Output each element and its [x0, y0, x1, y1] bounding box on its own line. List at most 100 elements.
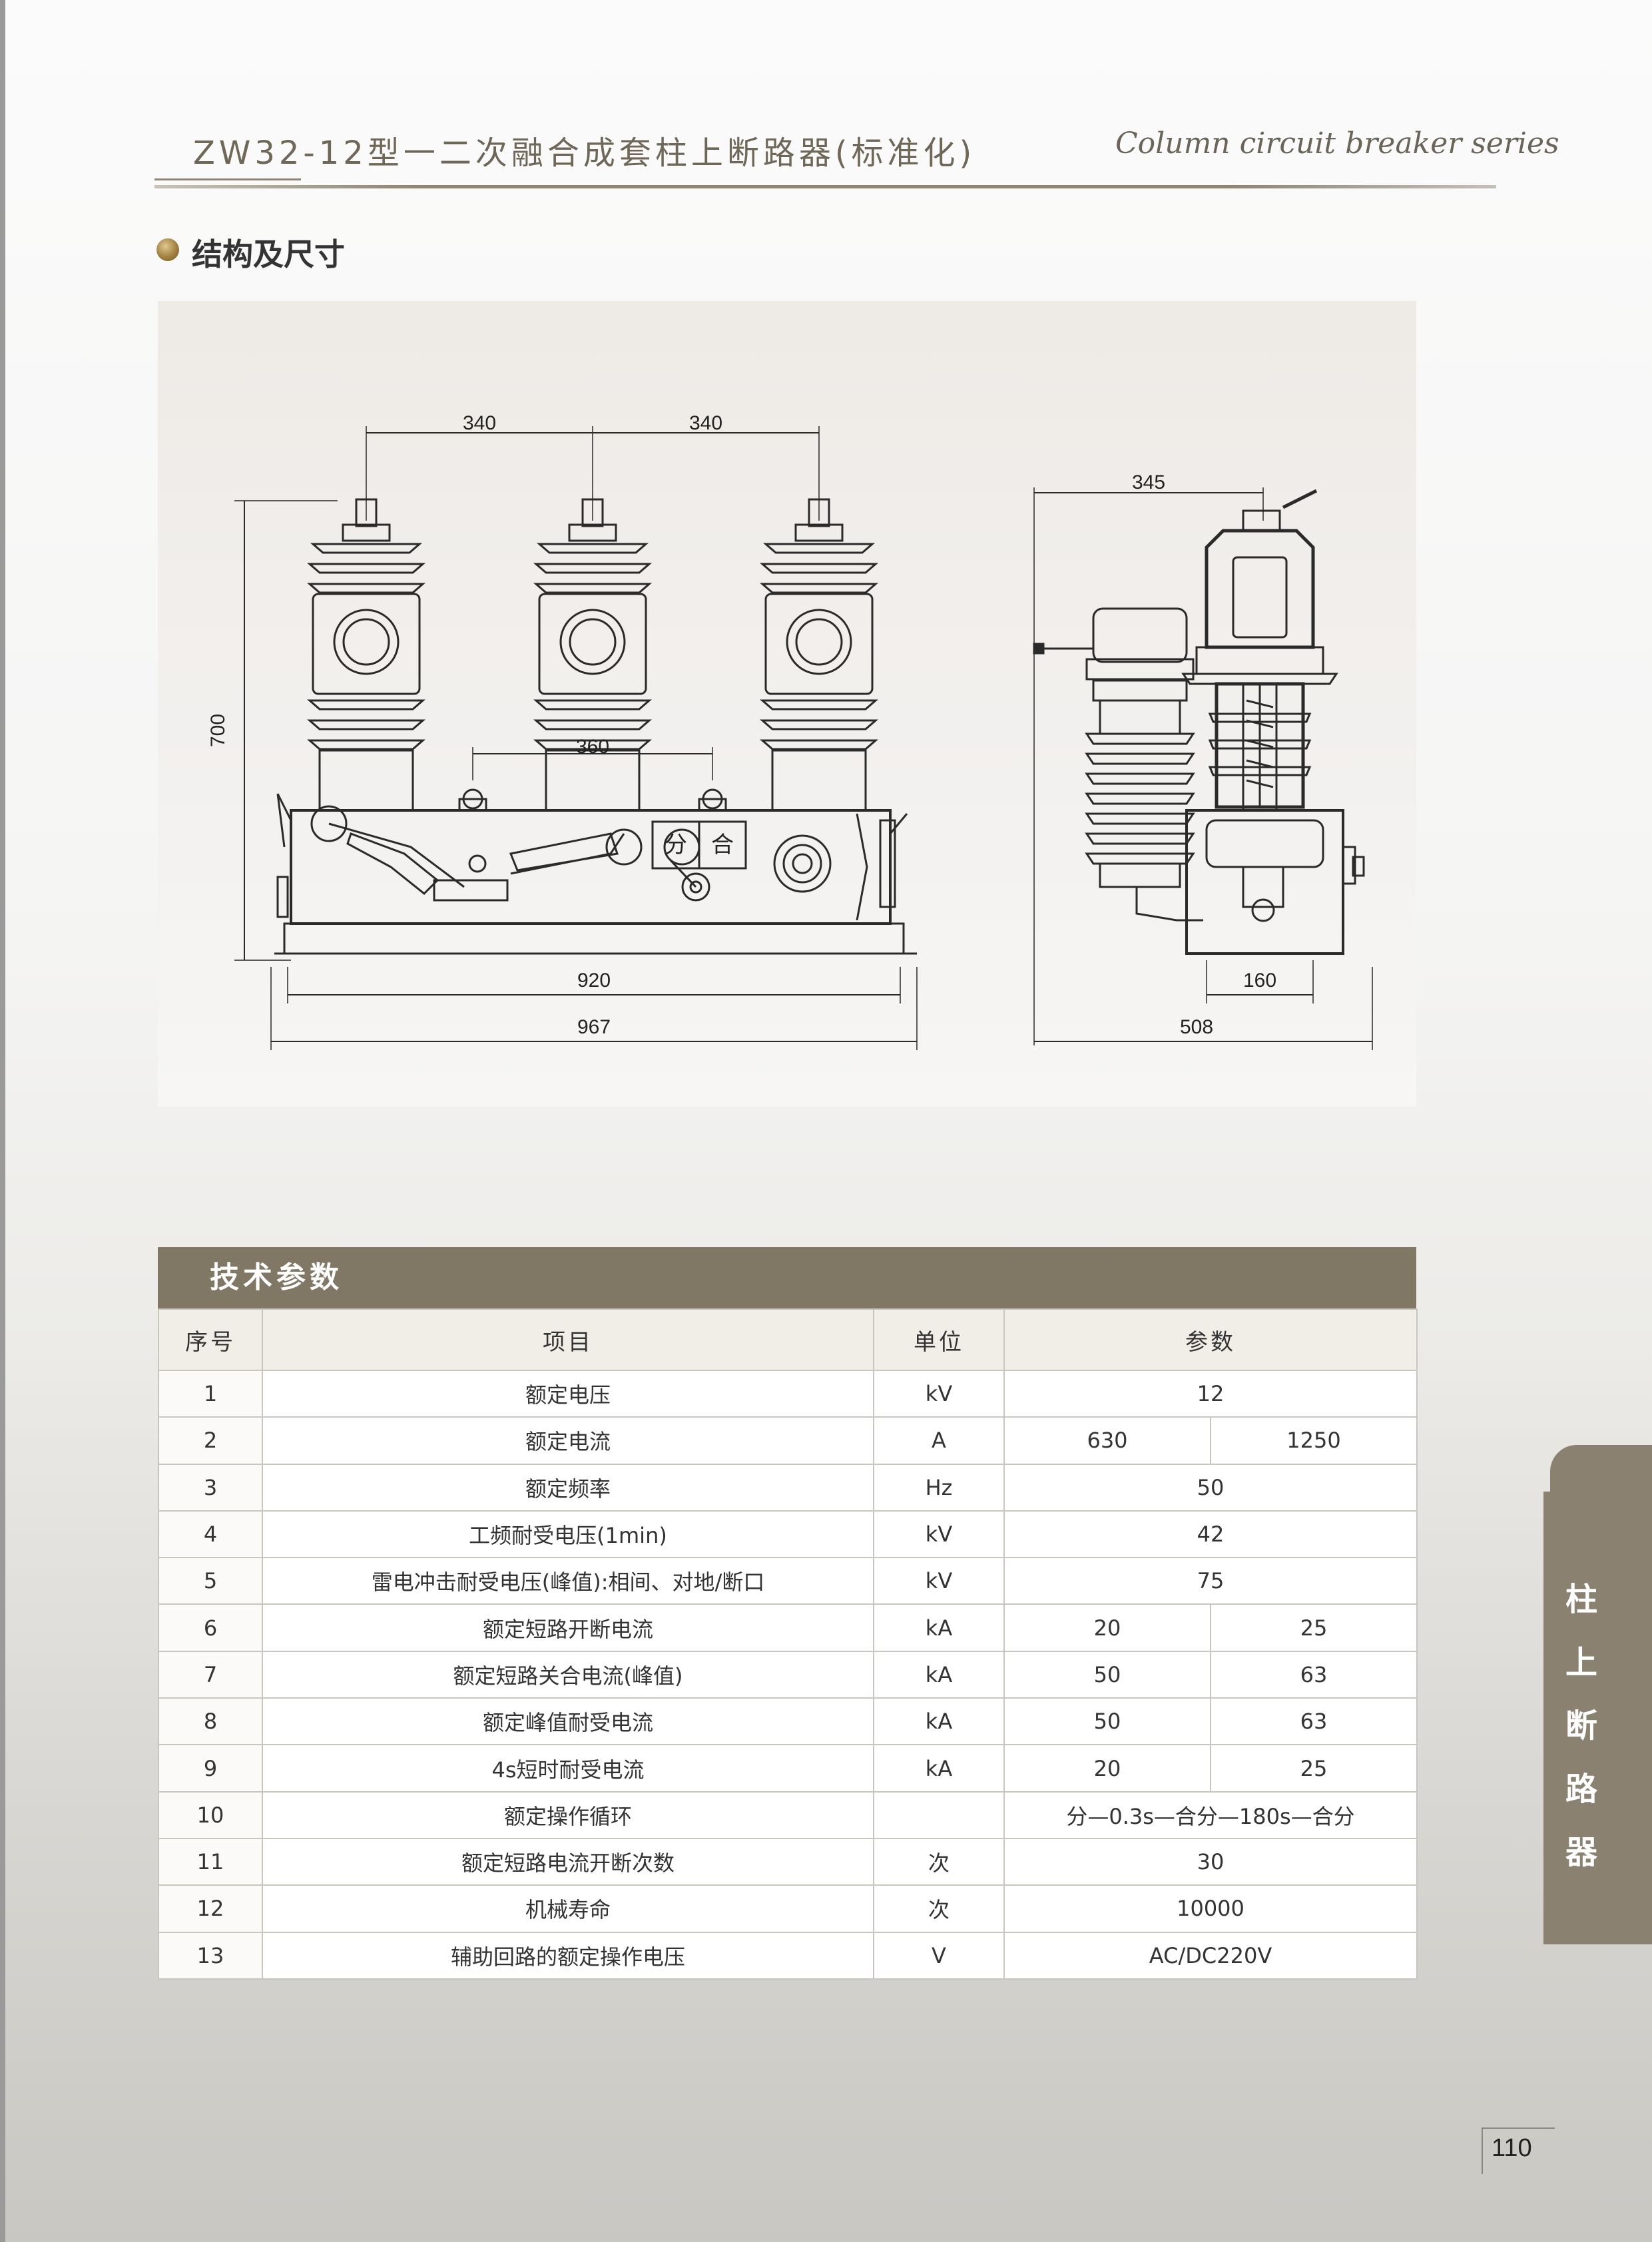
- row-number: 10: [158, 1791, 263, 1839]
- row-value: AC/DC220V: [1003, 1931, 1418, 1980]
- row-item: 额定频率: [262, 1463, 874, 1512]
- row-item: 额定短路关合电流(峰值): [262, 1650, 874, 1699]
- base-frame: [283, 922, 905, 955]
- dim-label-360: 360: [576, 736, 609, 758]
- dimension-drawing: 340 340 700 360 920 967 分 合 345 160 508: [158, 301, 1416, 1107]
- row-value-1: 20: [1003, 1744, 1211, 1793]
- row-item: 额定峰值耐受电流: [262, 1697, 874, 1746]
- row-number: 13: [158, 1931, 263, 1980]
- page-title: ZW32-12型一二次融合成套柱上断路器(标准化): [193, 135, 976, 172]
- table-title: 技术参数: [158, 1247, 1416, 1308]
- row-value: 50: [1003, 1463, 1418, 1512]
- row-value: 12: [1003, 1369, 1418, 1418]
- row-unit: Hz: [873, 1463, 1005, 1512]
- row-value-2: 63: [1210, 1697, 1418, 1746]
- row-unit: kV: [873, 1510, 1005, 1559]
- left-edge-strip: [0, 0, 5, 2242]
- row-number: 3: [158, 1463, 263, 1512]
- row-value-1: 50: [1003, 1697, 1211, 1746]
- row-unit: 次: [873, 1837, 1005, 1886]
- mechanism-box: [290, 809, 892, 925]
- row-number: 5: [158, 1557, 263, 1605]
- header-accent-rule: [154, 178, 301, 180]
- row-item: 4s短时耐受电流: [262, 1744, 874, 1793]
- side-tab-label: 柱 上 断 路 器: [1561, 1568, 1601, 1884]
- row-value-2: 1250: [1210, 1416, 1418, 1465]
- row-value-2: 25: [1210, 1603, 1418, 1652]
- row-item: 额定短路电流开断次数: [262, 1837, 874, 1886]
- row-value: 30: [1003, 1837, 1418, 1886]
- dim-label-967: 967: [577, 1016, 611, 1038]
- row-item: 额定电流: [262, 1416, 874, 1465]
- header-item: 项目: [262, 1308, 874, 1371]
- header-unit: 单位: [873, 1308, 1005, 1371]
- row-number: 7: [158, 1650, 263, 1699]
- dim-label-340-left: 340: [463, 412, 496, 434]
- row-value-1: 50: [1003, 1650, 1211, 1699]
- dim-label-700: 700: [207, 714, 229, 747]
- table-header-row: 序号 项目 单位 参数: [158, 1308, 1418, 1371]
- row-item: 额定电压: [262, 1369, 874, 1418]
- pole-column-right: [759, 498, 879, 812]
- dim-label-920: 920: [577, 970, 611, 991]
- row-item: 雷电冲击耐受电压(峰值):相间、对地/断口: [262, 1557, 874, 1605]
- header-value: 参数: [1003, 1308, 1418, 1371]
- row-number: 4: [158, 1510, 263, 1559]
- row-unit: V: [873, 1931, 1005, 1980]
- row-value: 分—0.3s—合分—180s—合分: [1003, 1791, 1418, 1839]
- row-item: 机械寿命: [262, 1884, 874, 1933]
- side-char: 柱: [1565, 1581, 1597, 1618]
- page-number: 110: [1492, 2134, 1532, 2162]
- row-number: 9: [158, 1744, 263, 1793]
- row-number: 8: [158, 1697, 263, 1746]
- row-value: 10000: [1003, 1884, 1418, 1933]
- row-unit: kA: [873, 1603, 1005, 1652]
- row-item: 辅助回路的额定操作电压: [262, 1931, 874, 1980]
- bullet-icon: [156, 238, 179, 261]
- row-item: 额定操作循环: [262, 1791, 874, 1839]
- side-char: 路: [1565, 1771, 1597, 1808]
- row-value-1: 20: [1003, 1603, 1211, 1652]
- row-value-1: 630: [1003, 1416, 1211, 1465]
- side-category-tab: [1543, 1492, 1652, 1944]
- pole-column-left: [306, 498, 426, 812]
- spring-counter: [773, 834, 832, 893]
- dim-label-345: 345: [1132, 471, 1165, 493]
- side-char: 断: [1565, 1707, 1597, 1745]
- close-label: 合: [711, 832, 734, 858]
- row-number: 2: [158, 1416, 263, 1465]
- open-label: 分: [665, 832, 687, 858]
- dim-label-160: 160: [1243, 970, 1276, 991]
- section-title: 结构及尺寸: [192, 236, 345, 272]
- row-value-2: 25: [1210, 1744, 1418, 1793]
- row-value: 75: [1003, 1557, 1418, 1605]
- side-tab-cap: [1550, 1445, 1652, 1498]
- row-unit: kA: [873, 1744, 1005, 1793]
- row-item: 额定短路开断电流: [262, 1603, 874, 1652]
- dim-label-340-right: 340: [689, 412, 722, 434]
- side-char: 器: [1565, 1834, 1597, 1871]
- left-gear: [310, 805, 348, 842]
- side-char: 上: [1565, 1644, 1597, 1681]
- row-unit: A: [873, 1416, 1005, 1465]
- row-item: 工频耐受电压(1min): [262, 1510, 874, 1559]
- row-unit: kV: [873, 1369, 1005, 1418]
- row-value: 42: [1003, 1510, 1418, 1559]
- drawing-svg: 340 340 700 360 920 967 分 合 345 160 508: [207, 412, 1373, 1050]
- row-number: 11: [158, 1837, 263, 1886]
- series-subtitle: Column circuit breaker series: [1115, 127, 1559, 160]
- page-number-box: [1482, 2127, 1555, 2174]
- pole-column-middle: [533, 498, 653, 812]
